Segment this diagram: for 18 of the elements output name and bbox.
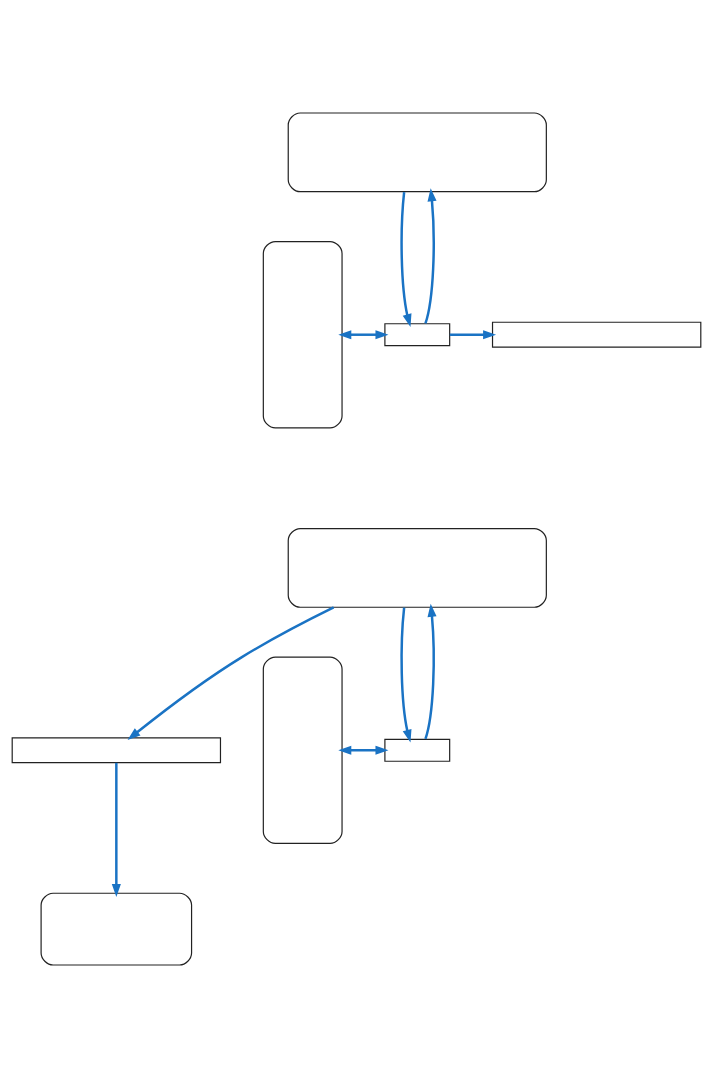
- node-box: [262, 240, 343, 428]
- arrow: [400, 191, 412, 327]
- node-box: [287, 111, 547, 192]
- arrow: [449, 329, 497, 339]
- node-box: [287, 527, 547, 608]
- node-box: [491, 321, 702, 348]
- node-box: [384, 322, 451, 346]
- arrow: [400, 606, 412, 743]
- node-box: [384, 738, 451, 762]
- arrow: [338, 745, 389, 755]
- node-box: [262, 656, 343, 844]
- arrow: [111, 762, 121, 897]
- arrow: [338, 329, 389, 339]
- node-box: [11, 736, 222, 763]
- arrow: [424, 187, 437, 324]
- arrow: [424, 603, 437, 739]
- node-box: [40, 892, 193, 966]
- arrow: [127, 605, 335, 740]
